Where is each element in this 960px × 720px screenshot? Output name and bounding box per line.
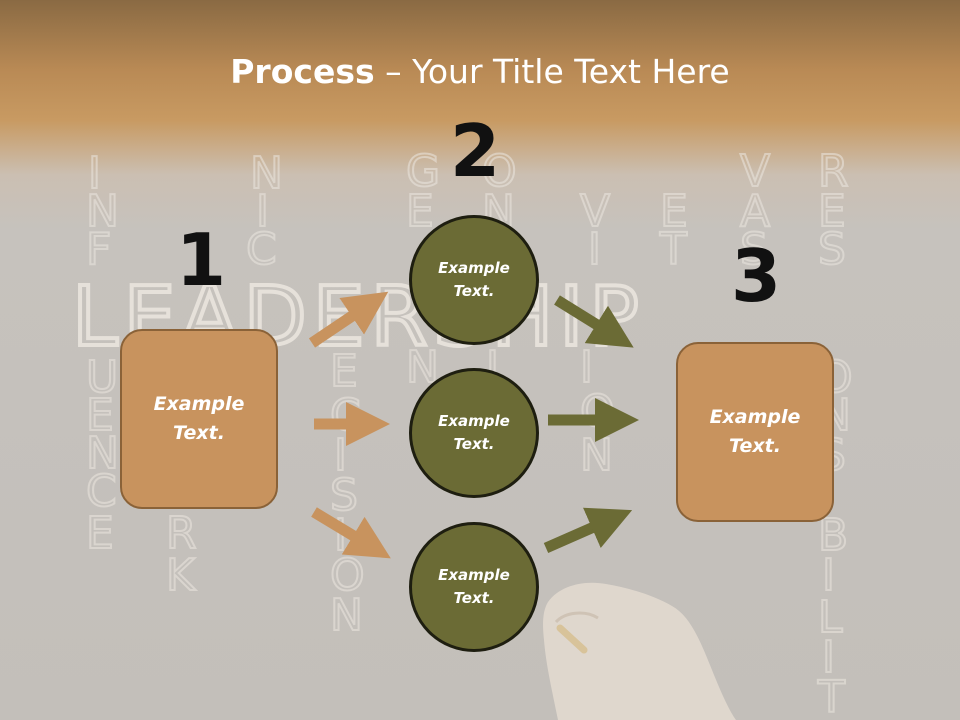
circle-top-label: Example Text.	[438, 259, 510, 300]
circle-step-top[interactable]: Example Text.	[409, 215, 539, 345]
left-process-box[interactable]: Example Text.	[120, 329, 278, 509]
step-number-3: 3	[731, 234, 782, 318]
circle-step-bottom[interactable]: Example Text.	[409, 522, 539, 652]
step-number-2: 2	[450, 109, 501, 193]
arrow-bottom-to-right	[543, 507, 633, 554]
arrow-left-to-top	[308, 291, 389, 348]
right-process-box[interactable]: Example Text.	[676, 342, 834, 522]
title-bold: Process	[230, 52, 375, 91]
title-rest: – Your Title Text Here	[374, 52, 730, 91]
arrow-left-to-bottom	[311, 507, 391, 559]
circle-bottom-label: Example Text.	[438, 566, 510, 607]
circle-middle-label: Example Text.	[438, 412, 510, 453]
right-box-label: Example Text.	[709, 406, 801, 457]
circle-step-middle[interactable]: Example Text.	[409, 368, 539, 498]
step-number-1: 1	[176, 218, 227, 302]
left-box-label: Example Text.	[153, 393, 245, 444]
slide-title: Process – Your Title Text Here	[0, 52, 960, 91]
arrow-top-to-right	[554, 295, 634, 348]
